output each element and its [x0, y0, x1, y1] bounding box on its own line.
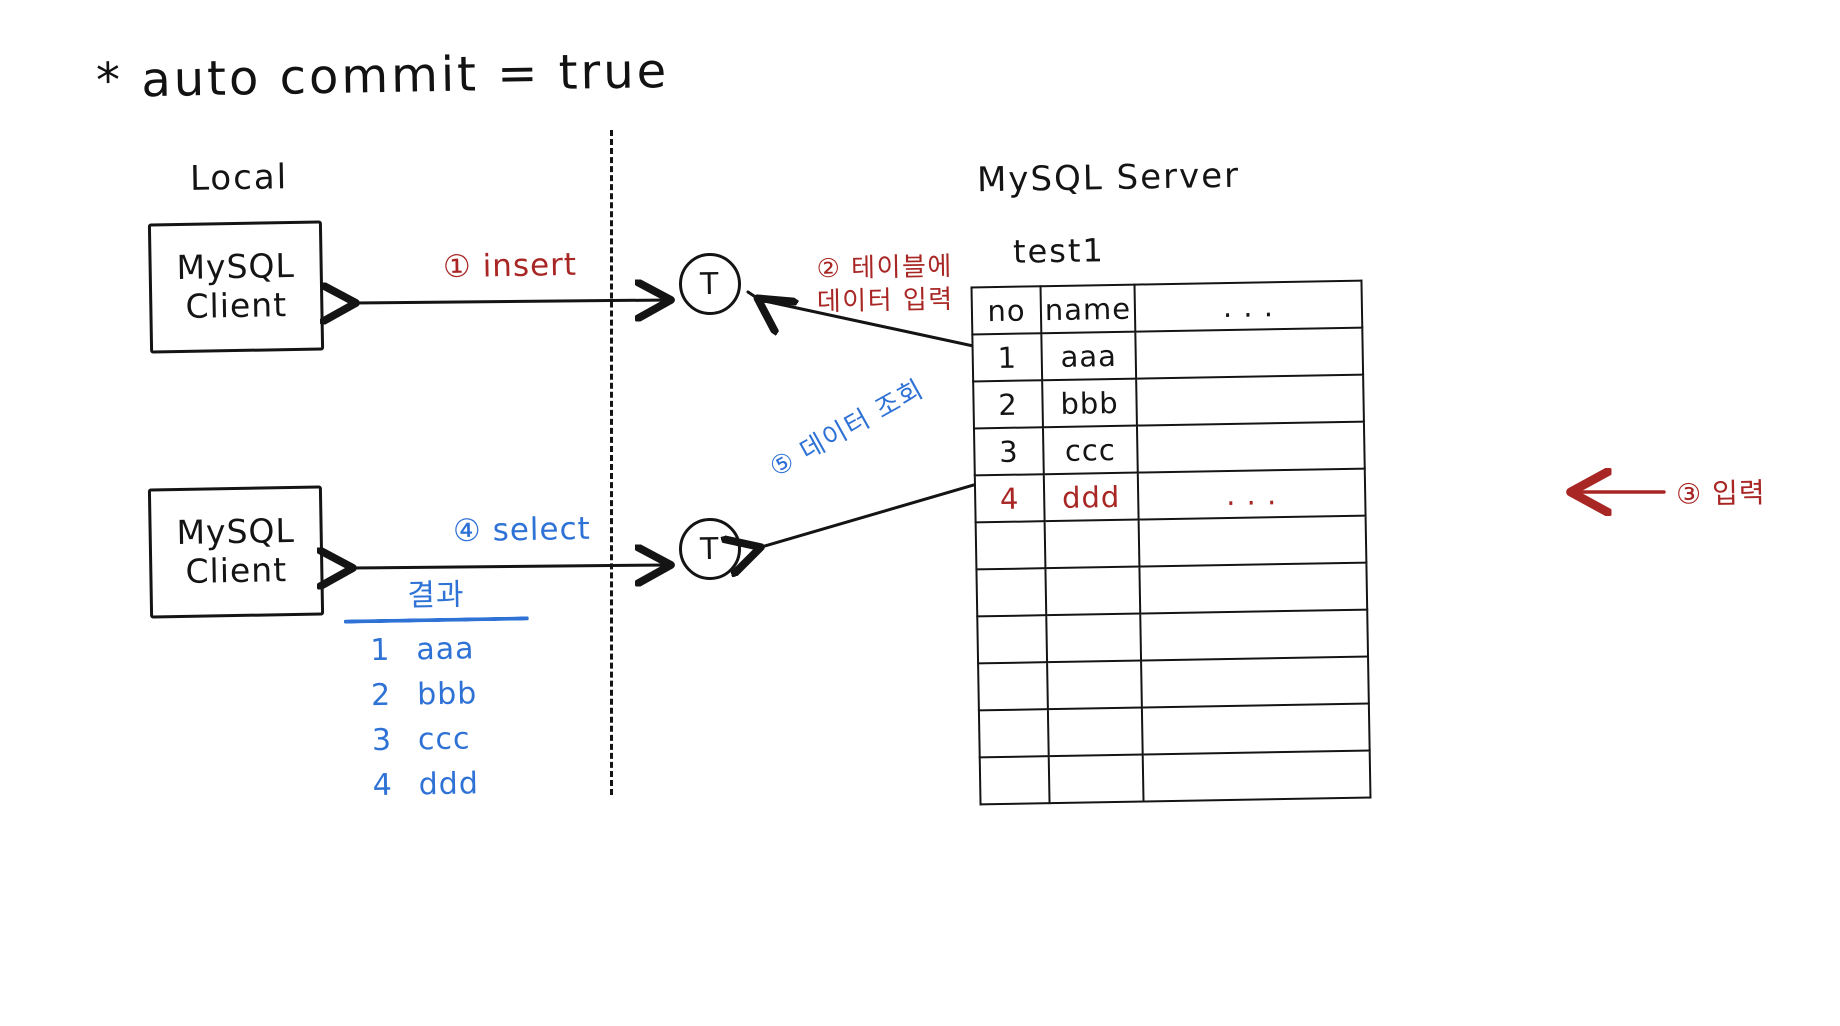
cell-rest	[1138, 515, 1367, 567]
cell-name	[1045, 566, 1141, 616]
table-header-row: no name . . .	[971, 280, 1363, 335]
result-no: 4	[372, 767, 394, 804]
cell-name	[1046, 613, 1141, 663]
result-row: 1 aaa	[344, 630, 530, 668]
result-no: 1	[370, 632, 391, 669]
cell-no	[978, 662, 1048, 711]
select-result-block: 결과 1 aaa 2 bbb 3 ccc 4 ddd	[343, 568, 532, 803]
cell-name: ccc	[1043, 425, 1138, 475]
column-header-no: no	[971, 286, 1042, 335]
table-row	[978, 656, 1369, 711]
result-no: 2	[370, 677, 392, 714]
transaction-circle-top: T	[678, 252, 742, 316]
step3-input-label: ③ 입력	[1675, 476, 1766, 511]
step2-line1: ② 테이블에	[816, 251, 954, 285]
column-header-name: name	[1040, 284, 1136, 334]
arrow-insert-bidirectional	[353, 300, 668, 303]
result-underline	[343, 616, 529, 624]
cell-rest	[1135, 327, 1364, 379]
transaction-circle-bottom: T	[678, 517, 742, 581]
cell-rest	[1139, 562, 1368, 614]
transaction-label: T	[699, 266, 721, 302]
table-name-caption: test1	[1012, 231, 1106, 271]
arrow-select-bidirectional	[350, 565, 668, 568]
step2-line2: 데이터 입력	[816, 284, 954, 317]
result-title: 결과	[407, 577, 465, 614]
cell-rest	[1136, 421, 1365, 473]
diagram-title: * auto commit = true	[95, 43, 670, 109]
result-name: bbb	[416, 676, 478, 713]
step5-query-label: ⑤ 데이터 조회	[764, 374, 930, 484]
local-caption: Local	[189, 157, 289, 199]
client-label-line2: Client	[185, 285, 288, 326]
mysql-client-box-bottom: MySQL Client	[147, 485, 325, 619]
table-row	[976, 562, 1368, 617]
cell-no: 1	[972, 333, 1043, 382]
cell-name	[1048, 754, 1144, 804]
transaction-label: T	[699, 531, 721, 567]
result-row: 2 bbb	[345, 675, 531, 713]
client-label-line2: Client	[185, 550, 288, 591]
cell-name: ddd	[1043, 472, 1139, 522]
table-row	[977, 609, 1369, 664]
step2-table-insert-label: ② 테이블에 데이터 입력	[799, 251, 970, 319]
cell-no: 4	[974, 474, 1045, 523]
step1-insert-label: ① insert	[442, 246, 578, 286]
cell-no	[976, 568, 1047, 617]
cell-no	[978, 709, 1049, 758]
cell-rest	[1136, 374, 1364, 426]
mysql-client-box-top: MySQL Client	[147, 220, 325, 354]
local-server-divider	[610, 130, 613, 795]
result-rows: 1 aaa 2 bbb 3 ccc 4 ddd	[344, 630, 532, 803]
cell-name: aaa	[1041, 331, 1137, 381]
table-row	[979, 750, 1371, 805]
cell-no: 3	[973, 427, 1044, 476]
cell-rest: . . .	[1137, 468, 1366, 520]
result-name: ddd	[418, 766, 480, 803]
column-header-rest: . . .	[1134, 280, 1363, 332]
cell-no	[979, 756, 1050, 805]
cell-rest	[1140, 609, 1369, 661]
result-name: aaa	[416, 631, 475, 668]
result-name: ccc	[417, 721, 471, 758]
cell-no: 2	[973, 380, 1044, 429]
mysql-server-caption: MySQL Server	[976, 155, 1241, 201]
client-label-line1: MySQL	[176, 246, 296, 288]
result-row: 4 ddd	[346, 765, 532, 803]
result-row: 3 ccc	[346, 720, 532, 758]
cell-rest	[1142, 750, 1371, 802]
client-label-line1: MySQL	[176, 511, 296, 553]
cell-rest	[1141, 703, 1370, 755]
cell-name	[1047, 707, 1143, 757]
table-row	[978, 703, 1370, 758]
table-row	[975, 515, 1367, 570]
cell-name	[1044, 519, 1140, 569]
cell-name	[1047, 660, 1142, 710]
cell-name: bbb	[1042, 378, 1137, 428]
cell-rest	[1140, 656, 1369, 708]
result-no: 3	[371, 722, 393, 759]
step4-select-label: ④ select	[452, 510, 592, 550]
cell-no	[977, 615, 1048, 664]
cell-no	[975, 521, 1046, 570]
